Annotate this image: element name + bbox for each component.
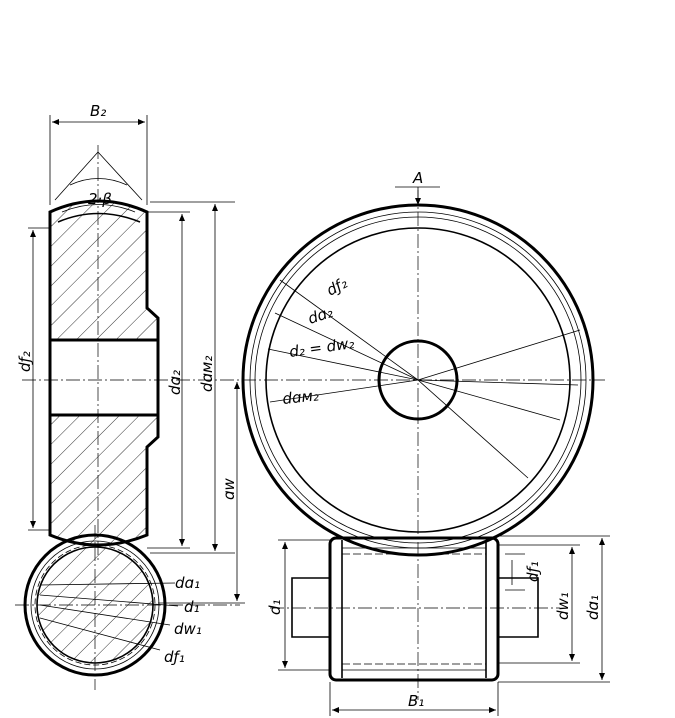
wheel-bore xyxy=(48,338,160,417)
dam2-side-label: dɑм₂ xyxy=(198,356,216,392)
aw-label: ɑw xyxy=(220,477,238,500)
df2-side-label: dƒ₂ xyxy=(16,351,34,372)
view-a-label: A xyxy=(412,169,423,187)
dw1-left-label: dw₁ xyxy=(174,620,202,638)
d1-left-label: d₁ xyxy=(184,598,200,616)
d2-dw2-label: d₂ = dw₂ xyxy=(288,334,355,361)
wheel-section-upper xyxy=(48,199,160,342)
df1-worm-label: dƒ₁ xyxy=(524,561,542,582)
dam2-front-label: dɑм₂ xyxy=(282,386,320,408)
df2-front-label: dƒ₂ xyxy=(323,274,350,300)
worm-body xyxy=(328,536,500,682)
worm-section-view: dɑ₁ d₁ dw₁ dƒ₁ xyxy=(15,525,240,690)
dw1-worm-label: dw₁ xyxy=(554,592,572,620)
wheel-front-view: A dƒ₂ dɑ₂ d₂ = dw₂ dɑм₂ xyxy=(241,169,595,700)
d1-worm-label: d₁ xyxy=(266,599,284,615)
b1-label: B₁ xyxy=(408,692,424,710)
da2-side-label: dɑ₂ xyxy=(166,370,184,395)
wheel-section-view: 2·β B₂ dƒ₂ dɑ₂ dɑм₂ ɑw xyxy=(16,102,605,604)
wheel-section-lower xyxy=(48,413,160,547)
da1-left-label: dɑ₁ xyxy=(175,574,200,592)
df1-left-label: dƒ₁ xyxy=(164,648,185,666)
b2-label: B₂ xyxy=(90,102,106,120)
da1-worm-label: dɑ₁ xyxy=(584,595,602,620)
worm-side-view: d₁ dƒ₁ dw₁ dɑ₁ B₁ xyxy=(266,535,610,716)
two-beta-label: 2·β xyxy=(88,190,112,208)
da2-front-label: dɑ₂ xyxy=(306,303,335,328)
